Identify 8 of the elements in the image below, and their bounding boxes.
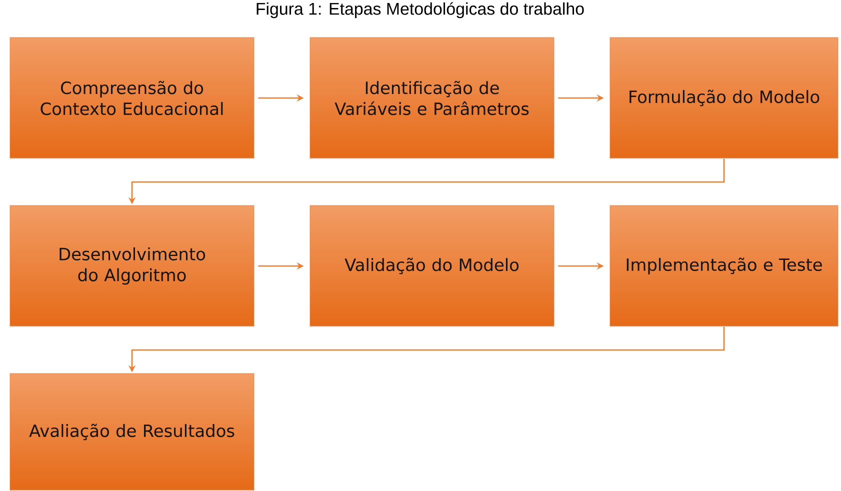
process-box: Implementação e Teste: [610, 205, 838, 327]
figure-title: Figura 1: Etapas Metodológicas do trabalho: [256, 2, 584, 18]
process-box: Validação do Modelo: [310, 205, 554, 327]
process-box: Avaliação de Resultados: [10, 373, 254, 491]
process-box: Compreensão do Contexto Educacional: [10, 37, 254, 159]
process-box: Identificação de Variáveis e Parâmetros: [310, 37, 554, 159]
process-box: Desenvolvimento do Algoritmo: [10, 205, 254, 327]
process-box: Formulação do Modelo: [610, 37, 838, 159]
